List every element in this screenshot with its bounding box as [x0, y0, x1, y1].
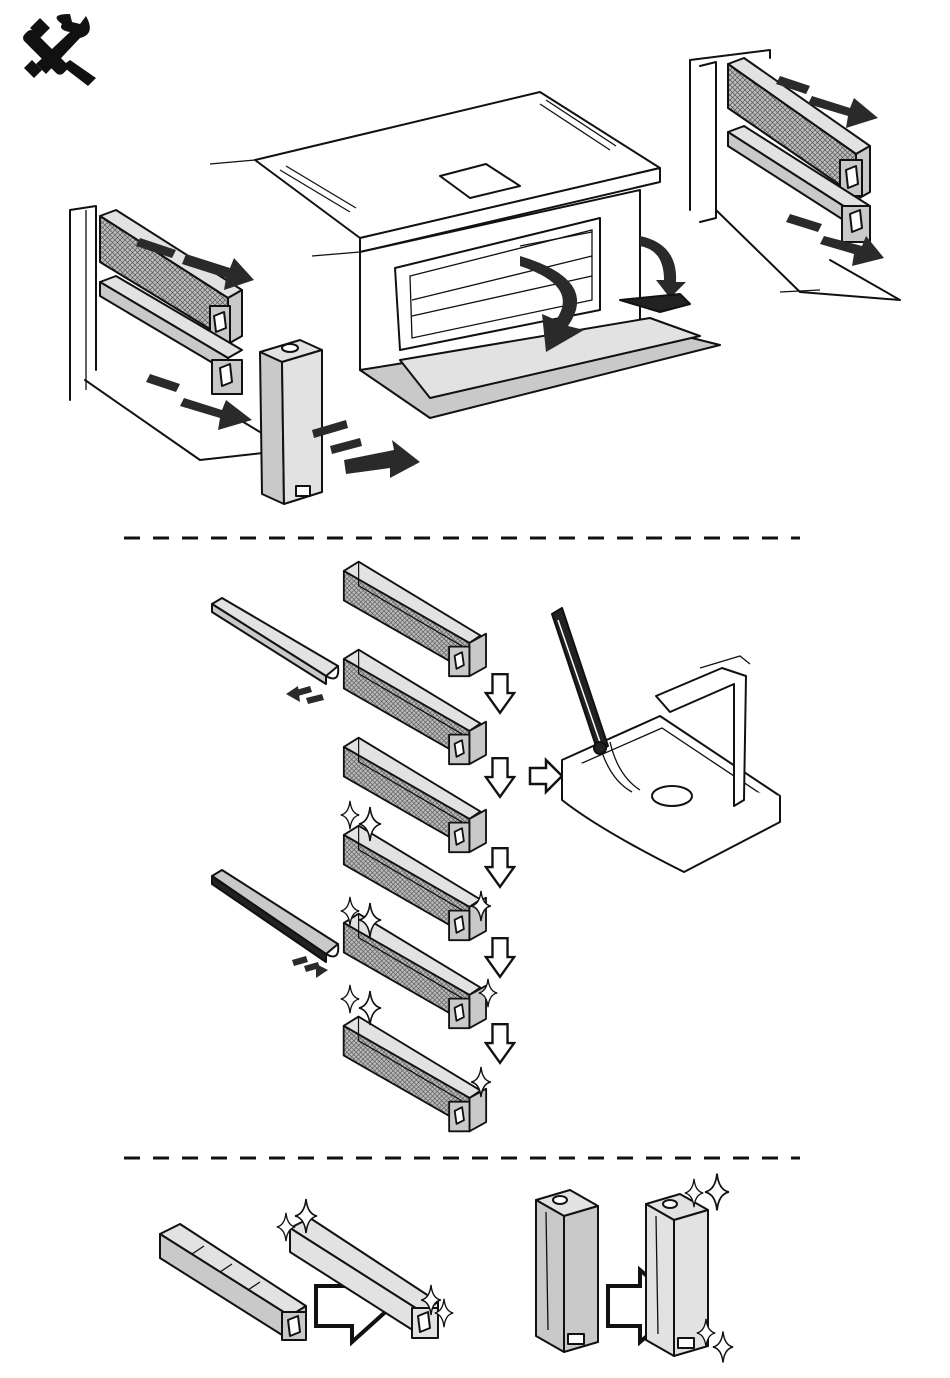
right-filter-unit — [690, 50, 900, 300]
tools-icon — [21, 14, 96, 86]
left-filter-unit — [70, 206, 290, 460]
drip-tray-icon — [212, 870, 338, 978]
section-cleaning — [160, 1174, 733, 1363]
drip-tray-icon — [212, 598, 338, 704]
section-removal — [70, 50, 900, 504]
sink-icon — [552, 608, 780, 872]
section-washing — [212, 562, 780, 1132]
grease-filter-icon — [344, 562, 486, 1132]
water-tank-icon — [536, 1190, 598, 1352]
arrow-icon — [486, 674, 562, 1063]
drip-tray-icon — [160, 1224, 306, 1340]
